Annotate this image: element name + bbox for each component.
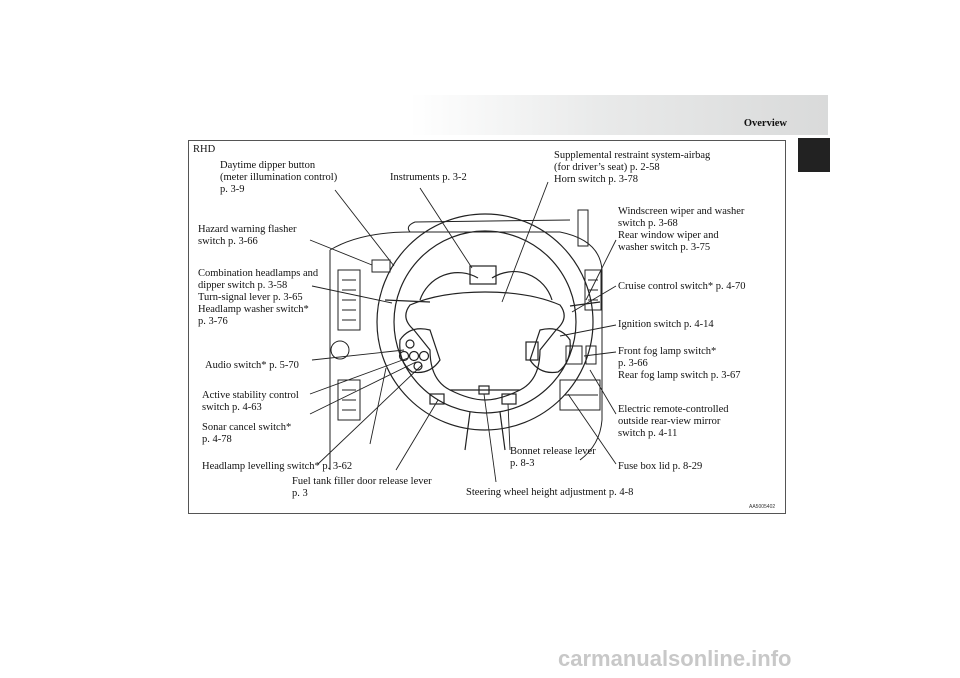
label-daytime-dipper: Daytime dipper button(meter illumination…: [220, 160, 338, 195]
steering-hub: [405, 291, 565, 391]
label-steering-height: Steering wheel height adjustment p. 4-8: [466, 487, 634, 498]
hazard-switch-shape: [371, 259, 391, 273]
rhd-label: RHD: [193, 144, 216, 155]
label-cruise: Cruise control switch* p. 4-70: [618, 281, 746, 292]
footer-watermark: carmanualsonline.info: [558, 646, 792, 671]
label-fusebox: Fuse box lid p. 8-29: [618, 461, 703, 472]
dashboard-outline: [329, 231, 603, 461]
section-tab: [798, 138, 830, 172]
figure-frame: [188, 140, 786, 514]
steering-wheel-rim-inner: [393, 230, 577, 414]
figure-code: AA5005402: [749, 504, 776, 510]
header-band: [410, 95, 828, 135]
steering-wheel-rim-outer: [376, 213, 594, 431]
label-srs: Supplemental restraint system-airbag(for…: [554, 150, 711, 185]
label-sonar: Sonar cancel switch*p. 4-78: [202, 422, 292, 445]
page-title: Overview: [743, 118, 787, 129]
label-ignition: Ignition switch p. 4-14: [618, 319, 714, 330]
label-audio: Audio switch* p. 5-70: [205, 360, 299, 371]
label-levelling: Headlamp levelling switch* p. 3-62: [202, 461, 353, 472]
fog-switch-shape: [565, 345, 583, 365]
label-instruments: Instruments p. 3-2: [390, 172, 467, 183]
